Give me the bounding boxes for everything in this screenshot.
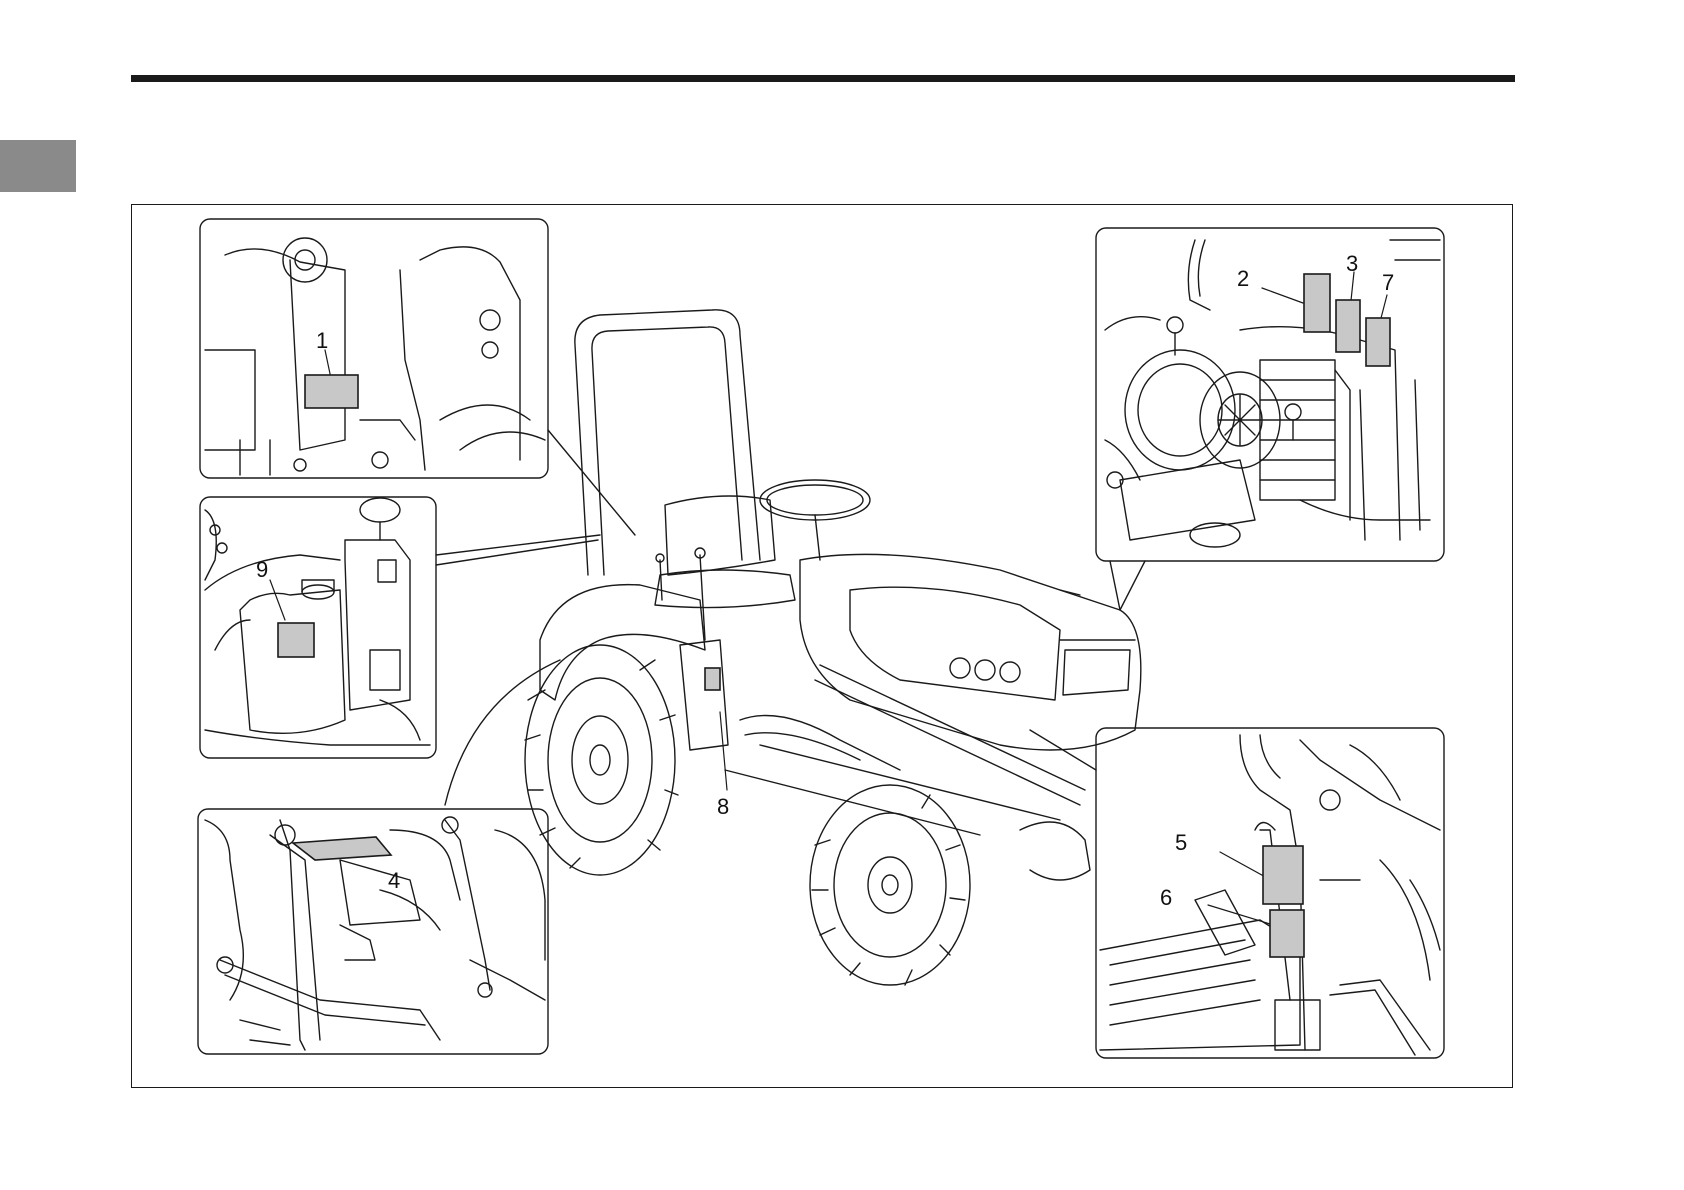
callout-4: 4 <box>388 868 400 893</box>
decal-8 <box>705 668 720 690</box>
callout-6: 6 <box>1160 885 1172 910</box>
decal-4 <box>293 837 391 860</box>
callout-3: 3 <box>1346 251 1358 276</box>
tractor-main-drawing <box>525 310 1141 985</box>
decal-5 <box>1263 846 1303 904</box>
decal-6 <box>1270 910 1304 957</box>
callout-2: 2 <box>1237 266 1249 291</box>
inset-panel-9 <box>200 497 436 758</box>
decal-3 <box>1336 300 1360 352</box>
callout-7: 7 <box>1382 270 1394 295</box>
inset-leader-lines <box>436 430 1145 805</box>
decal-1 <box>305 375 358 408</box>
callout-1: 1 <box>316 328 328 353</box>
callout-9: 9 <box>256 557 268 582</box>
callout-8: 8 <box>717 794 729 819</box>
decal-9 <box>278 623 314 657</box>
callout-5: 5 <box>1175 830 1187 855</box>
inset-panel-1 <box>200 219 548 478</box>
decal-7 <box>1366 318 1390 366</box>
decal-2 <box>1304 274 1330 332</box>
callout-leaders <box>270 272 1387 930</box>
